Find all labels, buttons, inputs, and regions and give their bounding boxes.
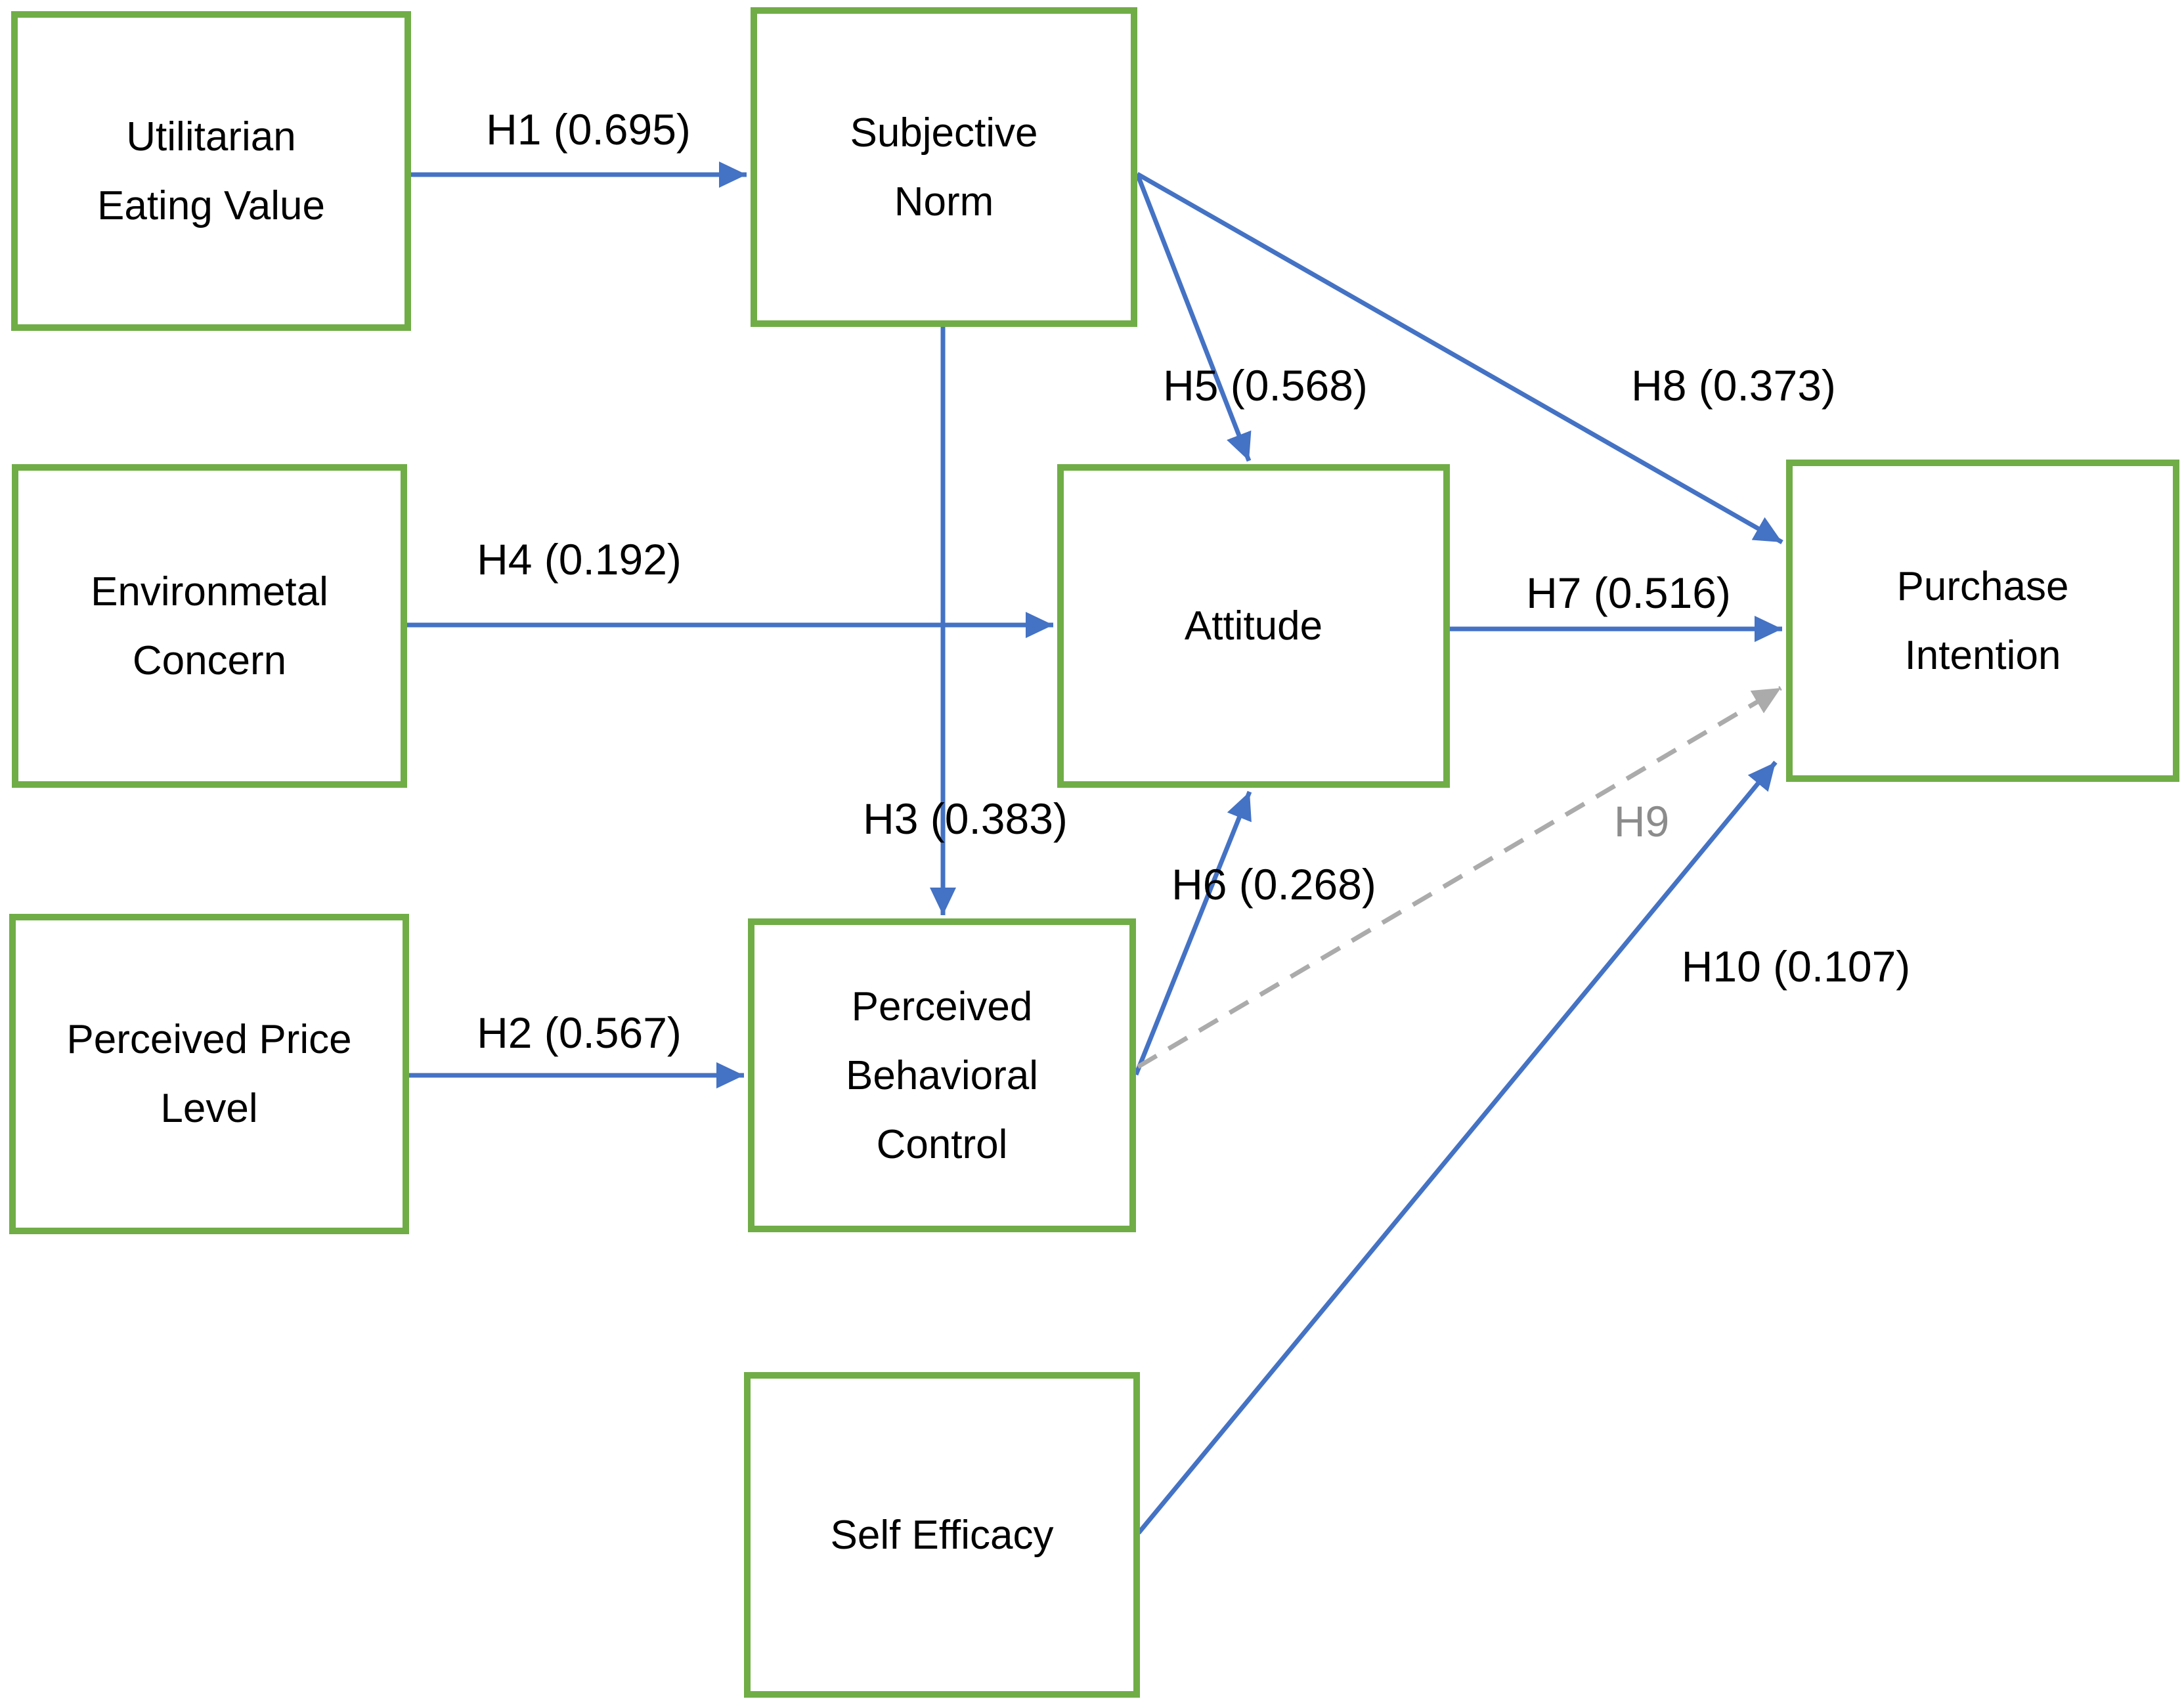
node-purchase-intention: Purchase Intention	[1786, 460, 2179, 782]
node-label: Environmetal Concern	[91, 569, 328, 683]
node-label: Perceived Behavioral Control	[846, 983, 1038, 1167]
edge-label-h7: H7 (0.516)	[1526, 569, 1731, 617]
node-environmental-concern: Environmetal Concern	[12, 464, 407, 788]
edge-h9	[1137, 685, 1782, 1069]
edge-label-h3: H3 (0.383)	[863, 794, 1068, 843]
edge-label-h5: H5 (0.568)	[1163, 361, 1368, 410]
node-label: Purchase Intention	[1896, 563, 2069, 678]
edge-label-h9: H9	[1614, 797, 1669, 846]
node-utilitarian-eating-value: Utilitarian Eating Value	[11, 11, 411, 331]
node-perceived-price-level: Perceived Price Level	[9, 914, 409, 1234]
edge-h6	[1133, 790, 1252, 1076]
edge-h10	[1137, 760, 1778, 1535]
edge-label-h2: H2 (0.567)	[477, 1008, 682, 1057]
edge-labels-group: H1 (0.695) H2 (0.567) H3 (0.383) H4 (0.192)…	[477, 105, 1910, 1057]
edge-label-h4: H4 (0.192)	[477, 535, 682, 584]
node-label: Perceived Price Level	[66, 1017, 352, 1131]
edges-group	[407, 161, 1783, 1535]
edge-label-h6: H6 (0.268)	[1171, 860, 1376, 909]
node-label: Utilitarian Eating Value	[97, 114, 325, 228]
node-self-efficacy: Self Efficacy	[744, 1372, 1140, 1698]
node-label: Self Efficacy	[830, 1512, 1054, 1558]
node-label: Subjective Norm	[850, 110, 1038, 225]
node-subjective-norm: Subjective Norm	[751, 7, 1137, 327]
edge-label-h8: H8 (0.373)	[1631, 361, 1836, 410]
node-attitude: Attitude	[1057, 464, 1450, 788]
node-label: Attitude	[1184, 603, 1323, 649]
edge-h5	[1135, 173, 1252, 462]
node-perceived-behavioral-control: Perceived Behavioral Control	[748, 918, 1136, 1232]
edge-label-h10: H10 (0.107)	[1682, 942, 1911, 991]
edge-label-h1: H1 (0.695)	[486, 105, 691, 154]
edge-h8	[1136, 171, 1783, 545]
